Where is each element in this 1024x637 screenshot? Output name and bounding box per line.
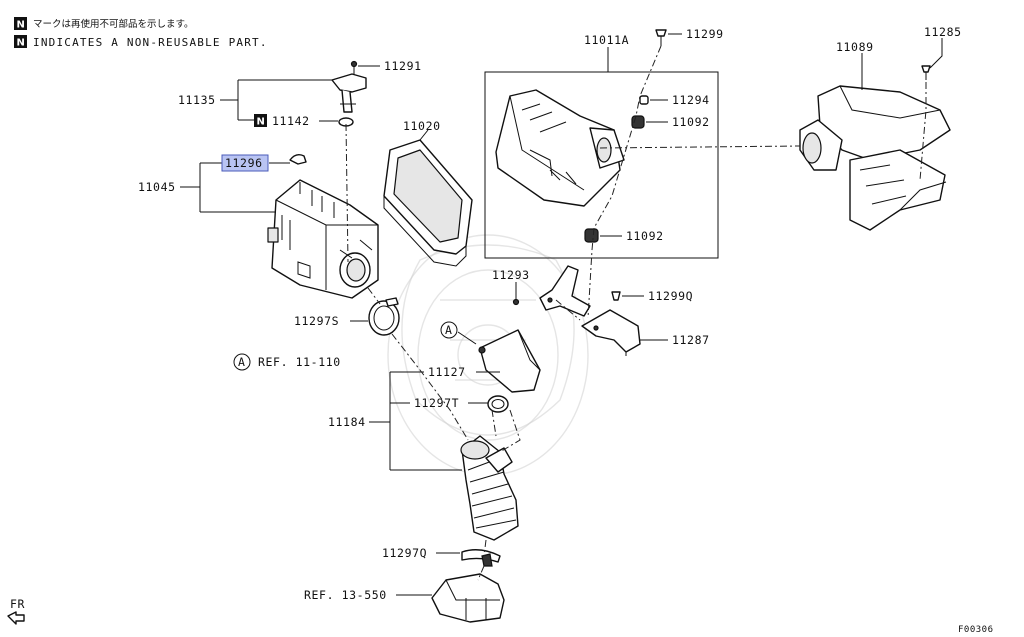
- label-11135[interactable]: 11135: [178, 93, 216, 107]
- label-11092-lower[interactable]: 11092: [626, 229, 664, 243]
- n-badge-icon: [254, 114, 267, 127]
- label-11020[interactable]: 11020: [403, 119, 441, 133]
- label-11092-upper[interactable]: 11092: [672, 115, 710, 129]
- n-badge-letter: N: [257, 117, 265, 128]
- label-11297Q[interactable]: 11297Q: [382, 546, 427, 560]
- label-ref-13-550[interactable]: REF. 13-550: [304, 588, 387, 602]
- label-11142[interactable]: 11142: [272, 114, 310, 128]
- label-11045[interactable]: 11045: [138, 180, 176, 194]
- intake-hose-11184[interactable]: [460, 435, 519, 541]
- label-11297S[interactable]: 11297S: [294, 314, 339, 328]
- n-badge-letter: N: [17, 38, 25, 49]
- n-badge-letter: N: [17, 20, 25, 31]
- note-japanese: マークは再使用不可部品を示します。: [33, 18, 194, 30]
- front-direction-indicator: FR: [7, 597, 25, 625]
- figure-code: F00306: [958, 625, 994, 635]
- fr-label: FR: [10, 597, 25, 611]
- grommet-11092-lower[interactable]: [584, 228, 599, 243]
- intake-duct-11089[interactable]: [799, 85, 951, 231]
- clamp-11297T[interactable]: [487, 395, 509, 413]
- screw-11285[interactable]: [921, 65, 931, 80]
- clamp-11297Q[interactable]: [461, 549, 501, 567]
- sensor-11135[interactable]: [331, 60, 367, 113]
- lower-case-11045[interactable]: [267, 179, 379, 299]
- label-11184[interactable]: 11184: [328, 415, 366, 429]
- label-11293[interactable]: 11293: [492, 268, 530, 282]
- collar-11294[interactable]: [639, 95, 649, 105]
- mark-a-letter: A: [445, 323, 453, 337]
- screw-11299Q[interactable]: [611, 291, 621, 301]
- leader-lines: [180, 33, 943, 596]
- label-11287[interactable]: 11287: [672, 333, 710, 347]
- resonator-11127[interactable]: [478, 329, 541, 393]
- part-labels: 11291 11135 11142 11020 11296 11045 1129…: [138, 25, 962, 602]
- assembly-centerlines: [345, 45, 927, 581]
- clamp-11297S[interactable]: [368, 297, 400, 336]
- throttle-body-ref: [431, 573, 505, 623]
- ref-a-letter: A: [238, 355, 246, 369]
- label-11297T[interactable]: 11297T: [414, 396, 459, 410]
- label-ref-11-110[interactable]: REF. 11-110: [258, 355, 341, 369]
- n-badge-icon: [14, 17, 27, 30]
- note-english: INDICATES A NON-REUSABLE PART.: [33, 36, 268, 49]
- upper-case-11011A[interactable]: [495, 89, 625, 207]
- label-11291[interactable]: 11291: [384, 59, 422, 73]
- label-11011A[interactable]: 11011A: [584, 33, 629, 47]
- label-11299Q[interactable]: 11299Q: [648, 289, 693, 303]
- ref-a-circle-icon: [233, 353, 251, 371]
- label-11285[interactable]: 11285: [924, 25, 962, 39]
- upper-case-group-box: [484, 71, 719, 259]
- bracket-11293[interactable]: [512, 265, 591, 317]
- label-11294[interactable]: 11294: [672, 93, 710, 107]
- screw-11299[interactable]: [655, 29, 667, 46]
- non-reusable-note: N マークは再使用不可部品を示します。 N INDICATES A NON-RE…: [14, 17, 268, 49]
- mark-a-circle-icon: [440, 321, 458, 339]
- selected-part-highlight: [221, 154, 269, 172]
- label-11089[interactable]: 11089: [836, 40, 874, 54]
- air-filter-element-11020[interactable]: [383, 139, 473, 267]
- bracket-11287[interactable]: [581, 309, 641, 356]
- clip-11296[interactable]: [289, 153, 307, 165]
- label-11127[interactable]: 11127: [428, 365, 466, 379]
- front-arrow-icon: [7, 611, 25, 625]
- label-11299[interactable]: 11299: [686, 27, 724, 41]
- n-badge-icon: [14, 35, 27, 48]
- label-11296[interactable]: 11296: [225, 156, 263, 170]
